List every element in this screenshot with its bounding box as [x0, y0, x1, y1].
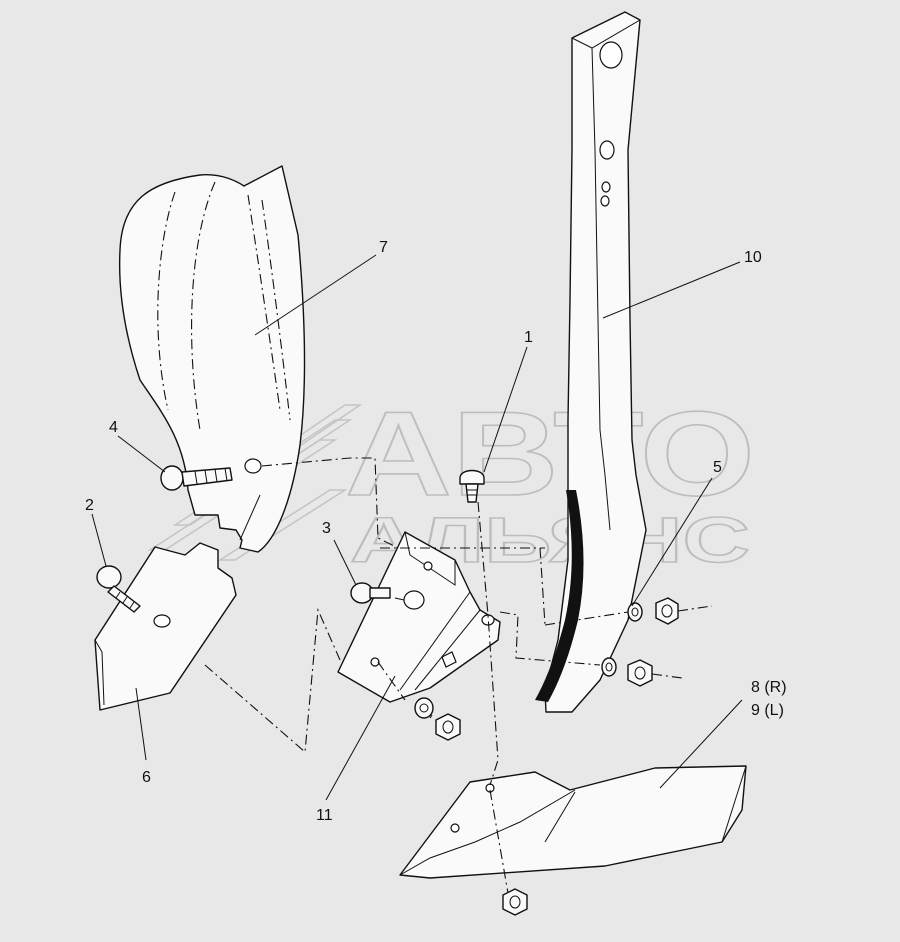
callout-labels: 1 2 3 4 5 6 7 8 (R) 9 (L) 10 11: [85, 239, 787, 824]
callout-2: 2: [85, 497, 94, 514]
part-11-bracket: [337, 531, 501, 703]
callout-6: 6: [142, 769, 151, 786]
callout-4: 4: [109, 419, 118, 436]
shank-hole-middle: [599, 140, 615, 160]
callout-9: 9 (L): [751, 702, 784, 719]
callout-3: 3: [322, 520, 331, 537]
bolt-1: [459, 469, 485, 503]
callout-10: 10: [744, 249, 762, 266]
bolt-4: [160, 458, 262, 491]
part-7-moldboard: [118, 165, 306, 553]
nut-upper: [655, 597, 679, 625]
nut-lower: [627, 659, 653, 687]
bolt-2: [96, 565, 141, 613]
part-6-share-point: [94, 542, 237, 711]
washer-5-upper: [627, 602, 643, 622]
leader-lines: [91, 254, 743, 801]
callout-8: 8 (R): [751, 679, 787, 696]
assembly-lines: [204, 457, 713, 894]
part-10-shank: [535, 11, 647, 713]
callout-11: 11: [316, 807, 333, 824]
watermark: АВТО АЛЬЯНС: [147, 386, 756, 577]
watermark-line-1: АВТО: [345, 387, 755, 521]
washer-bracket: [414, 697, 434, 719]
callout-1: 1: [524, 329, 533, 346]
part-8-9-wing-share: [399, 765, 747, 879]
bolt-3: [350, 582, 391, 604]
nut-bracket: [435, 713, 461, 741]
washer-lower: [601, 657, 617, 677]
nut-wing-share: [502, 888, 528, 916]
callout-5: 5: [713, 459, 722, 476]
callout-7: 7: [379, 239, 388, 256]
shank-hole-top: [599, 41, 623, 69]
fasteners: [96, 458, 679, 916]
